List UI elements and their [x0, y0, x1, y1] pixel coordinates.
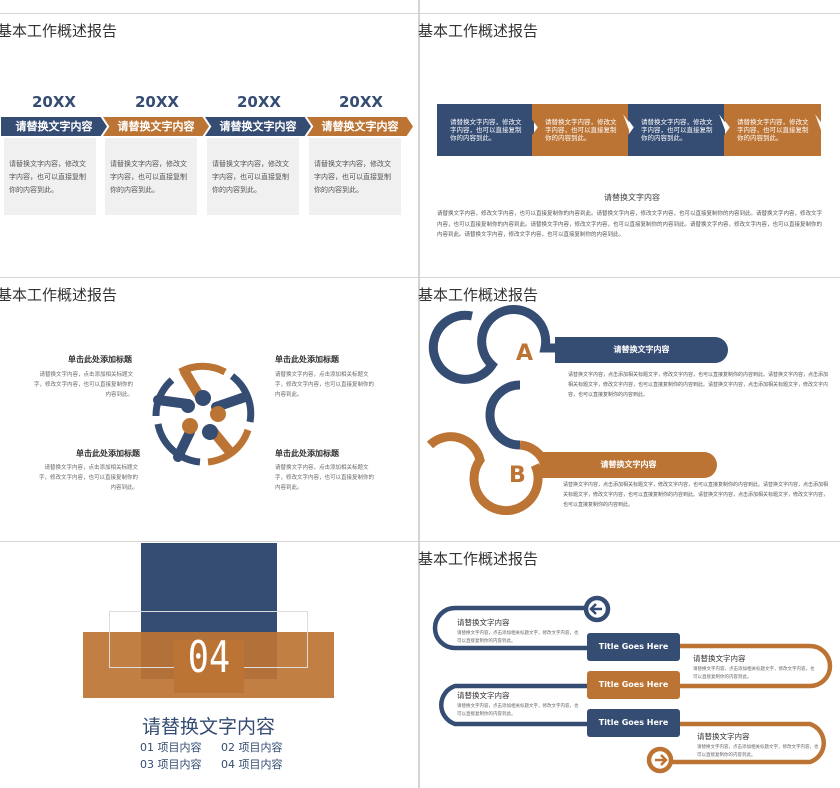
- block-heading: 请替换文字内容: [693, 654, 746, 663]
- divider: [0, 13, 840, 14]
- year-label: 20XX: [134, 93, 179, 111]
- item-text: 请替换文字内容，点击添加相关标题文字，修改文字内容，也可以直接复制你的内容到此。: [275, 372, 375, 398]
- item-4: 04 项目内容: [221, 758, 283, 771]
- block-text: 请替换文字内容，点击添加相关标题文字，修改文字内容，也可以直接复制你的内容到此。: [457, 704, 579, 717]
- slide-title: 基本工作概述报告: [0, 22, 118, 40]
- number-backdrop: [174, 640, 244, 693]
- step-arrow: 请替换文字内容: [205, 117, 311, 136]
- slide-title: 基本工作概述报告: [0, 286, 118, 304]
- item-heading: 单击此处添加标题: [76, 449, 140, 458]
- s-curve-graphic: [426, 304, 720, 515]
- letter-b: B: [509, 463, 526, 488]
- item-heading: 单击此处添加标题: [275, 355, 339, 364]
- label-bar-a: 请替换文字内容: [555, 337, 728, 363]
- text-box: 请替换文字内容，修改文字内容，也可以直接复制你的内容到此。: [4, 138, 96, 215]
- step-arrow: 请替换文字内容: [307, 117, 413, 136]
- step-arrow: 请替换文字内容: [103, 117, 209, 136]
- item-text: 请替换文字内容，点击添加相关标题文字，修改文字内容，也可以直接复制你的内容到此。: [38, 465, 138, 491]
- title-button-2[interactable]: Title Goes Here: [587, 671, 680, 699]
- paragraph-a: 请替换文字内容，点击添加相关标题文字，修改文字内容，也可以直接复制你的内容到此。…: [568, 372, 829, 398]
- slide-title: 基本工作概述报告: [418, 22, 539, 40]
- subtitle: 请替换文字内容: [604, 193, 660, 202]
- slide-title: 基本工作概述报告: [418, 550, 539, 568]
- paragraph: 请替换文字内容，修改文字内容，也可以直接复制你的内容到此。请替换文字内容，修改文…: [437, 211, 823, 238]
- year-label: 20XX: [338, 93, 383, 111]
- title-button-1[interactable]: Title Goes Here: [587, 633, 680, 661]
- block-heading: 请替换文字内容: [697, 732, 750, 741]
- label-bar-b: 请替换文字内容: [540, 452, 717, 478]
- text-box: 请替换文字内容，修改文字内容，也可以直接复制你的内容到此。: [105, 138, 197, 215]
- info-box: 请替换文字内容，修改文字内容，也可以直接复制你的内容到此。: [532, 104, 629, 156]
- snake-path-graphic: [432, 595, 833, 774]
- info-box: 请替换文字内容，修改文字内容，也可以直接复制你的内容到此。: [437, 104, 534, 156]
- divider: [0, 277, 840, 278]
- block-text: 请替换文字内容，点击添加相关标题文字，修改文字内容，也可以直接复制你的内容到此。: [693, 667, 815, 680]
- block-text: 请替换文字内容，点击添加相关标题文字，修改文字内容，也可以直接复制你的内容到此。: [457, 631, 579, 644]
- item-2: 02 项目内容: [221, 741, 283, 754]
- paragraph-b: 请替换文字内容，点击添加相关标题文字，修改文字内容，也可以直接复制你的内容到此。…: [563, 482, 829, 508]
- year-label: 20XX: [31, 93, 76, 111]
- divider: [418, 0, 420, 788]
- item-heading: 单击此处添加标题: [68, 355, 132, 364]
- text-box: 请替换文字内容，修改文字内容，也可以直接复制你的内容到此。: [207, 138, 299, 215]
- block-text: 请替换文字内容，点击添加相关标题文字，修改文字内容，也可以直接复制你的内容到此。: [697, 745, 819, 758]
- block-heading: 请替换文字内容: [457, 691, 510, 700]
- info-box: 请替换文字内容，修改文字内容，也可以直接复制你的内容到此。: [724, 104, 821, 156]
- item-text: 请替换文字内容，点击添加相关标题文字，修改文字内容，也可以直接复制你的内容到此。: [33, 372, 133, 398]
- item-1: 01 项目内容: [140, 741, 202, 754]
- info-box: 请替换文字内容，修改文字内容，也可以直接复制你的内容到此。: [628, 104, 725, 156]
- item-3: 03 项目内容: [140, 758, 202, 771]
- letter-a: A: [516, 341, 534, 366]
- divider: [0, 541, 840, 542]
- block-heading: 请替换文字内容: [457, 618, 510, 627]
- slide-title: 基本工作概述报告: [418, 286, 539, 304]
- text-box: 请替换文字内容，修改文字内容，也可以直接复制你的内容到此。: [309, 138, 401, 215]
- item-text: 请替换文字内容，点击添加相关标题文字，修改文字内容，也可以直接复制你的内容到此。: [275, 465, 375, 491]
- title-button-3[interactable]: Title Goes Here: [587, 709, 680, 737]
- section-title: 请替换文字内容: [141, 716, 275, 738]
- section-number: 04: [187, 632, 231, 683]
- year-label: 20XX: [236, 93, 281, 111]
- item-heading: 单击此处添加标题: [275, 449, 339, 458]
- teamwork-hands-icon: [152, 362, 255, 466]
- step-arrow: 请替换文字内容: [1, 117, 107, 136]
